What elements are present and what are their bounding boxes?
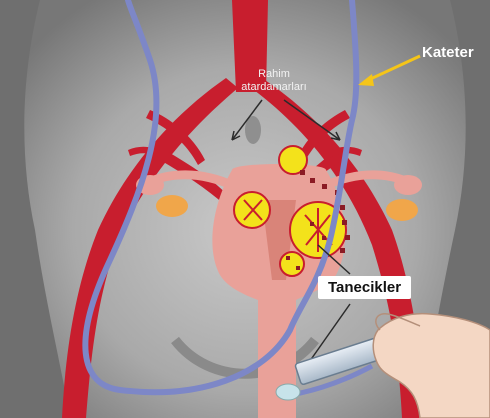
right-ovary <box>386 199 418 221</box>
syringe-tip <box>276 384 300 400</box>
uterine-arteries-label-line2: atardamarları <box>226 81 322 94</box>
particle <box>345 235 350 240</box>
particle <box>322 184 327 189</box>
left-ovary <box>156 195 188 217</box>
uterine-arteries-label: Rahim atardamarları <box>226 68 322 94</box>
fibroid-bottom <box>280 252 304 276</box>
particle <box>296 266 300 270</box>
particle <box>340 205 345 210</box>
catheter-label: Kateter <box>422 44 474 61</box>
particle <box>300 170 305 175</box>
particle <box>342 220 347 225</box>
fibroid-top <box>279 146 307 174</box>
uterine-arteries-label-line1: Rahim <box>226 68 322 81</box>
particle <box>340 248 345 253</box>
particle <box>286 256 290 260</box>
particle <box>322 236 326 240</box>
particle <box>310 222 314 226</box>
right-fimbria <box>394 175 422 195</box>
particles-label: Tanecikler <box>318 276 411 299</box>
particle <box>310 178 315 183</box>
